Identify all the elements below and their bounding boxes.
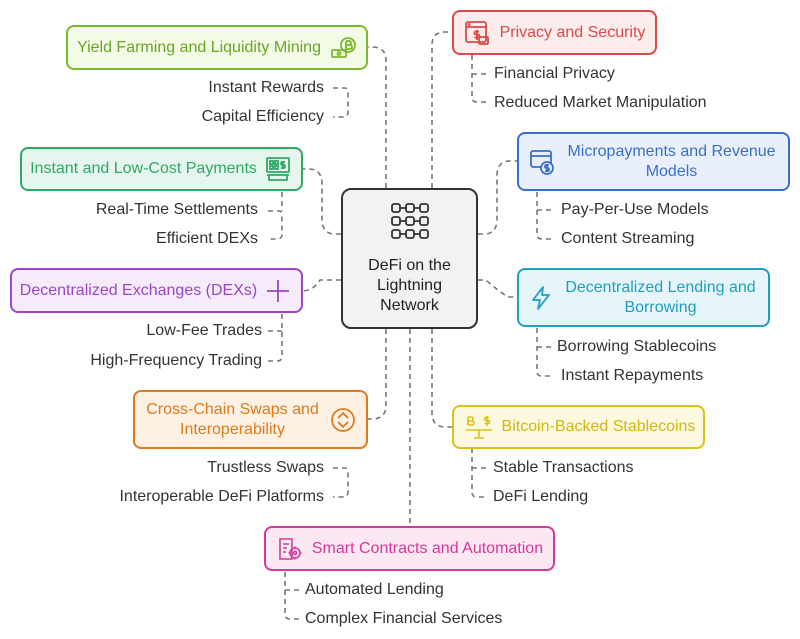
topic-privacy-security: Privacy and Security [452,10,657,55]
center-title: DeFi on the Lightning Network [368,256,451,314]
connector-micropayments [478,160,517,235]
topic-micropayments: Micropayments and Revenue Models [517,132,790,191]
lending-sub-1: Borrowing Stablecoins [557,338,717,355]
yield-sub-1: Instant Rewards [208,79,324,96]
sub-connector-payments [268,192,283,240]
contracts-sub-1: Automated Lending [305,581,444,598]
topic-yield-farming: Yield Farming and Liquidity Mining [66,25,368,70]
payments-sub-2: Efficient DEXs [156,230,258,247]
connector-dex [302,279,341,292]
topic-crosschain-title: Cross-Chain Swaps and Interoperability [146,400,319,438]
sub-connector-lending [536,328,553,377]
crosschain-sub-2: Interoperable DeFi Platforms [119,488,324,505]
dex-sub-2: High-Frequency Trading [90,352,262,369]
sub-connector-privacy [471,55,488,103]
topic-smart-contracts: Smart Contracts and Automation [264,526,555,571]
privacy-sub-1: Financial Privacy [494,65,615,82]
crosschain-sub-1: Trustless Swaps [207,459,324,476]
topic-yield-title: Yield Farming and Liquidity Mining [77,38,321,56]
sub-connector-micropayments [536,192,553,240]
sub-connector-stablecoins [471,448,488,498]
contract-automation-icon [276,536,302,562]
yield-sub-2: Capital Efficiency [201,108,324,125]
stablecoins-sub-2: DeFi Lending [493,488,589,505]
privacy-sub-2: Reduced Market Manipulation [494,94,707,111]
topic-stablecoins: Bitcoin-Backed Stablecoins [452,405,705,449]
topic-dex: Decentralized Exchanges (DEXs) [10,268,303,313]
topic-lending: Decentralized Lending and Borrowing [517,268,770,327]
bitcoin-dollar-scale-icon [464,414,494,440]
topic-contracts-title: Smart Contracts and Automation [311,539,544,557]
center-node: DeFi on the Lightning Network [341,188,478,329]
dex-sub-1: Low-Fee Trades [146,322,262,339]
blockchain-grid-icon [390,202,430,246]
topic-stablecoins-title: Bitcoin-Backed Stablecoins [501,418,696,435]
topic-cross-chain: Cross-Chain Swaps and Interoperability [133,390,368,449]
connector-stablecoins [431,329,452,428]
lending-sub-2: Instant Repayments [561,367,704,384]
connector-privacy [431,31,452,188]
topic-lending-title: Decentralized Lending and Borrowing [565,278,756,316]
connector-payments [303,168,341,235]
topic-payments-title: Instant and Low-Cost Payments [30,160,257,177]
swap-arrows-icon [330,407,356,433]
sub-connector-crosschain [333,467,349,498]
connector-lending [478,279,517,298]
micropayments-sub-2: Content Streaming [561,230,695,247]
cash-register-icon [265,156,291,182]
connector-yield [368,46,387,188]
sub-connector-contracts [284,572,300,620]
bitcoin-cash-icon [330,36,358,60]
topic-privacy-title: Privacy and Security [499,23,646,41]
topic-dex-title: Decentralized Exchanges (DEXs) [19,281,258,299]
stablecoins-sub-1: Stable Transactions [493,459,634,476]
lightning-bolt-icon [529,285,553,311]
plus-icon [265,278,291,304]
sub-connector-dex [268,314,283,362]
topic-instant-payments: Instant and Low-Cost Payments [20,147,303,191]
connector-crosschain [368,329,387,420]
browser-dollar-icon [529,149,555,175]
payments-sub-1: Real-Time Settlements [95,201,258,218]
micropayments-sub-1: Pay-Per-Use Models [561,201,709,218]
contracts-sub-2: Complex Financial Services [305,610,503,627]
secure-payment-window-icon [464,20,490,46]
topic-micropayments-title: Micropayments and Revenue Models [567,142,776,180]
sub-connector-yield [333,87,349,118]
